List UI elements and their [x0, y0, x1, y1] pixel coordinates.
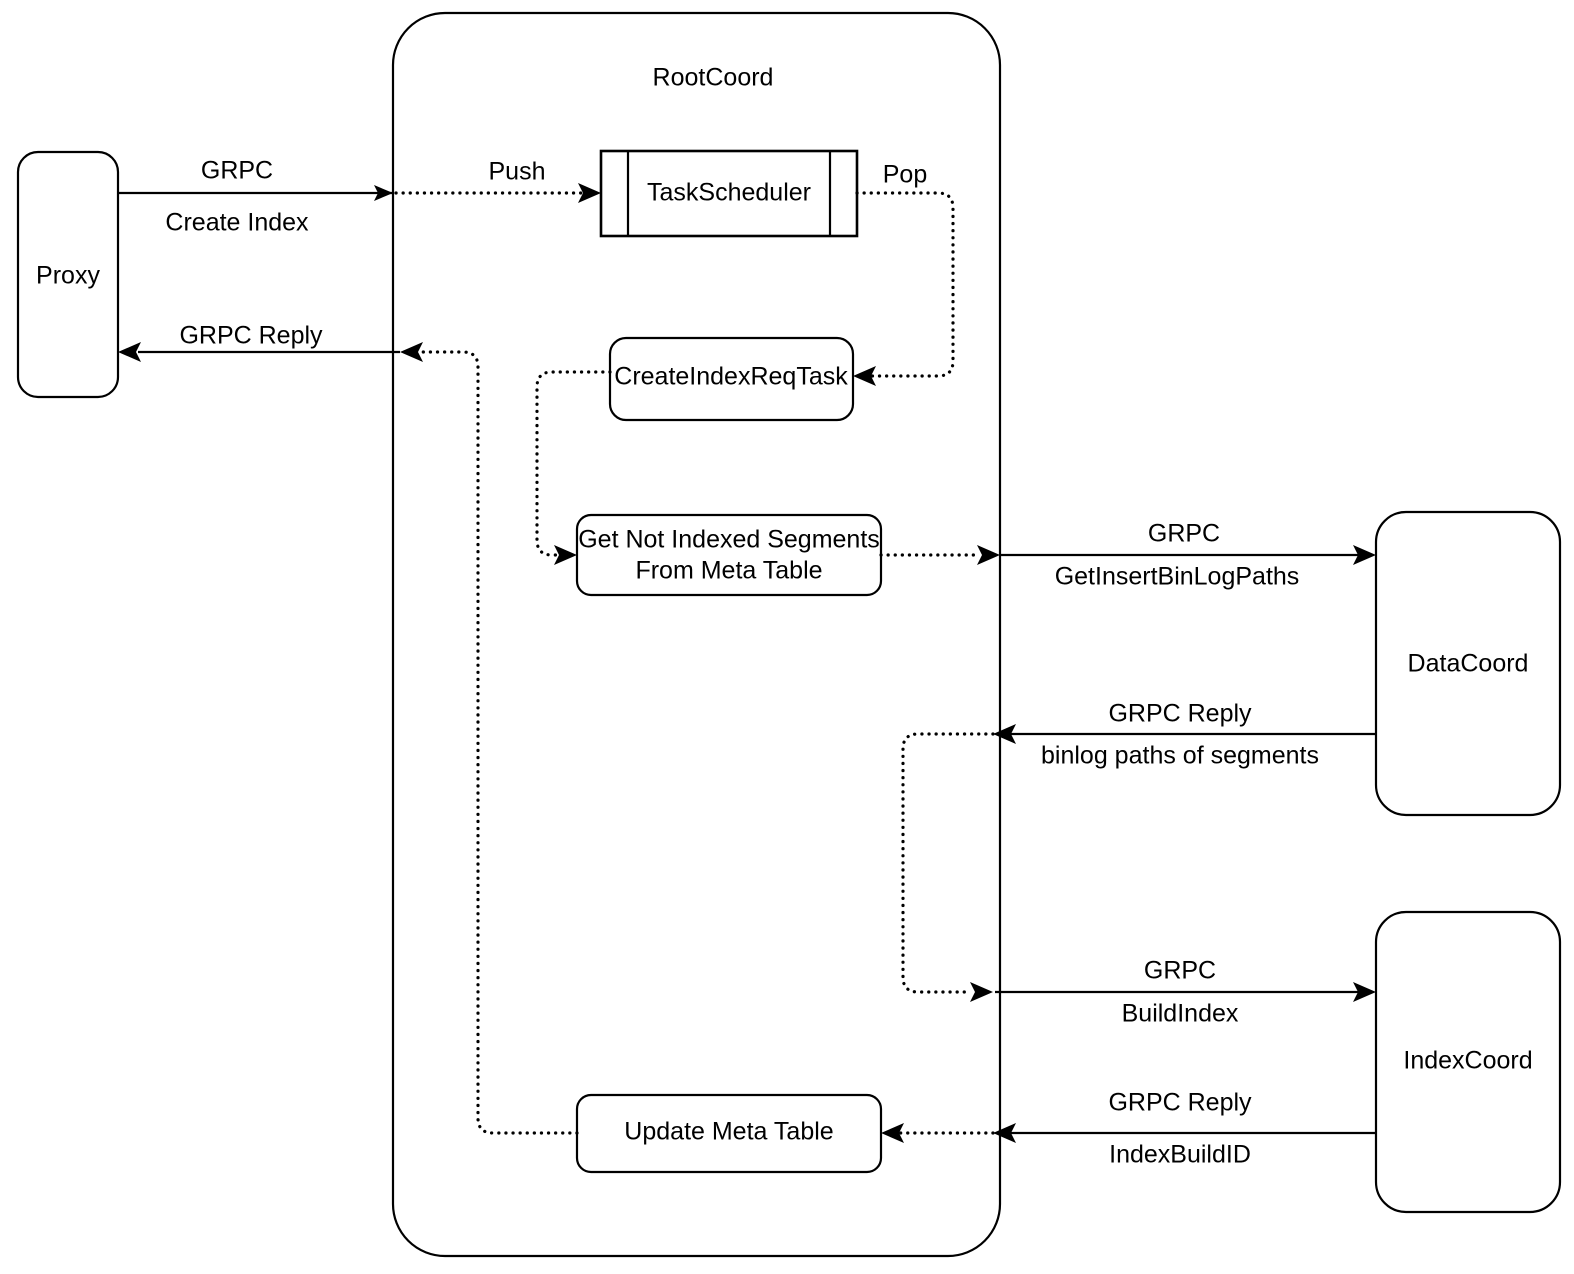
data-coord-label: DataCoord — [1408, 650, 1529, 678]
edge-pop-to-task-line — [855, 191, 955, 378]
edge-proxy-to-rootcoord-label-bottom: Create Index — [165, 209, 309, 237]
edge-boundary-to-update-meta — [881, 1123, 995, 1143]
edge-rootcoord-to-proxy: GRPC Reply — [118, 322, 400, 362]
rootcoord-label: RootCoord — [653, 64, 774, 92]
edge-task-to-segments-line — [535, 370, 612, 557]
edge-pop-to-task-arrowhead — [853, 366, 876, 386]
edge-binlog-to-buildindex — [901, 732, 995, 1002]
edge-indexcoord-reply-label-top: GRPC Reply — [1108, 1089, 1252, 1117]
create-index-req-task-box-shape — [608, 336, 855, 422]
node-data-coord[interactable]: DataCoord — [1374, 510, 1562, 817]
index-coord-label: IndexCoord — [1403, 1047, 1532, 1075]
edge-indexcoord-reply-arrowhead — [993, 1123, 1016, 1143]
proxy-label: Proxy — [36, 262, 100, 290]
edge-update-meta-to-reply-line — [418, 350, 579, 1135]
node-task-scheduler[interactable]: TaskScheduler — [599, 149, 859, 238]
edge-rootcoord-to-proxy-arrowhead — [118, 342, 141, 362]
edge-push-label: Push — [489, 158, 546, 186]
rootcoord-container-shape — [391, 11, 1002, 1258]
node-index-coord[interactable]: IndexCoord — [1374, 910, 1562, 1214]
get-not-indexed-segments-label-line2: From Meta Table — [635, 557, 822, 585]
node-create-index-req-task[interactable]: CreateIndexReqTask — [608, 336, 855, 422]
node-get-not-indexed-segments[interactable]: Get Not Indexed Segments From Meta Table — [575, 513, 883, 597]
edge-push-to-scheduler-arrowhead — [578, 183, 601, 203]
edge-push-to-scheduler: Push — [394, 158, 601, 203]
node-update-meta-table[interactable]: Update Meta Table — [575, 1093, 883, 1174]
edge-update-meta-to-reply-arrowhead — [400, 342, 423, 362]
edge-rootcoord-to-datacoord: GRPC GetInsertBinLogPaths — [1000, 520, 1376, 591]
index-coord-box-shape — [1374, 910, 1562, 1214]
edge-rootcoord-to-datacoord-label-top: GRPC — [1148, 520, 1220, 548]
rootcoord-container: RootCoord — [391, 11, 1002, 1258]
edge-proxy-to-rootcoord: GRPC Create Index — [118, 157, 393, 237]
edge-datacoord-reply: GRPC Reply binlog paths of segments — [993, 700, 1376, 770]
edge-datacoord-reply-label-bottom: binlog paths of segments — [1041, 742, 1319, 770]
edge-rootcoord-to-proxy-label-top: GRPC Reply — [179, 322, 323, 350]
edge-datacoord-reply-label-top: GRPC Reply — [1108, 700, 1252, 728]
create-index-req-task-label: CreateIndexReqTask — [614, 363, 848, 391]
node-proxy[interactable]: Proxy — [16, 150, 120, 399]
edge-binlog-to-buildindex-line — [901, 732, 995, 994]
edge-update-meta-to-reply — [400, 342, 579, 1135]
edge-rootcoord-to-indexcoord-arrowhead — [1353, 982, 1376, 1002]
edge-rootcoord-to-datacoord-arrowhead — [1353, 545, 1376, 565]
edge-pop-to-task: Pop — [853, 161, 955, 386]
edge-rootcoord-to-indexcoord-label-top: GRPC — [1144, 957, 1216, 985]
edge-segments-to-boundary — [879, 545, 1000, 565]
edge-boundary-to-update-meta-arrowhead — [881, 1123, 904, 1143]
data-coord-box-shape — [1374, 510, 1562, 817]
edge-rootcoord-to-datacoord-label-bottom: GetInsertBinLogPaths — [1055, 563, 1300, 591]
edge-task-to-segments-arrowhead — [554, 545, 577, 565]
edge-rootcoord-to-indexcoord-label-bottom: BuildIndex — [1122, 1000, 1239, 1028]
edge-indexcoord-reply: GRPC Reply IndexBuildID — [993, 1089, 1376, 1169]
task-scheduler-label: TaskScheduler — [647, 179, 811, 207]
edge-pop-label: Pop — [883, 161, 927, 189]
proxy-box-shape — [16, 150, 120, 399]
edge-rootcoord-to-indexcoord: GRPC BuildIndex — [995, 957, 1376, 1028]
edge-proxy-to-rootcoord-label-top: GRPC — [201, 157, 273, 185]
edge-segments-to-boundary-arrowhead — [977, 545, 1000, 565]
edge-task-to-segments — [535, 370, 612, 565]
update-meta-table-label: Update Meta Table — [624, 1118, 833, 1146]
edge-datacoord-reply-arrowhead — [993, 724, 1016, 744]
edge-binlog-to-buildindex-arrowhead — [970, 982, 993, 1002]
edge-proxy-to-rootcoord-arrowhead — [374, 185, 393, 201]
get-not-indexed-segments-label-line1: Get Not Indexed Segments — [578, 526, 880, 554]
edge-indexcoord-reply-label-bottom: IndexBuildID — [1109, 1141, 1251, 1169]
